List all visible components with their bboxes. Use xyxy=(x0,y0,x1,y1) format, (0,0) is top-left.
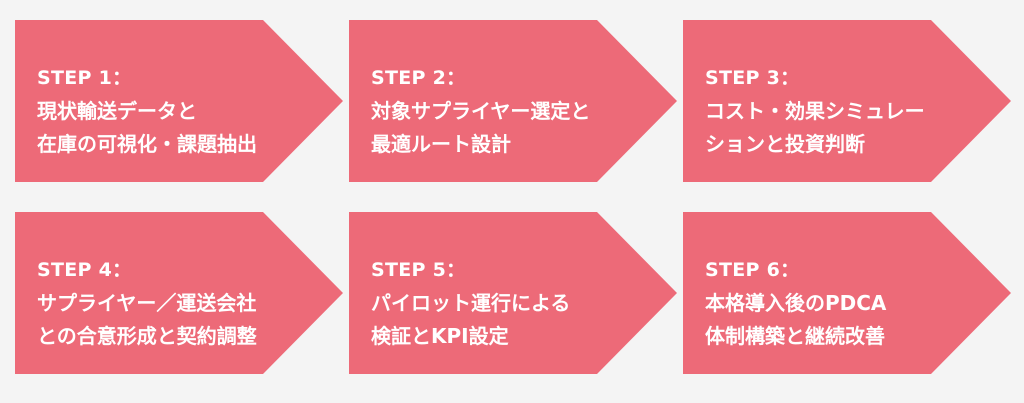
step-3-text: STEP 3： コスト・効果シミュレー ションと投資判断 xyxy=(705,62,980,161)
step-1-line-1: 現状輸送データと xyxy=(37,99,197,123)
step-5-text: STEP 5： パイロット運行による 検証とKPI設定 xyxy=(371,254,646,353)
step-1-line-2: 在庫の可視化・課題抽出 xyxy=(37,132,257,156)
step-2-line-1: 対象サプライヤー選定と xyxy=(371,99,591,123)
step-1-text: STEP 1： 現状輸送データと 在庫の可視化・課題抽出 xyxy=(37,62,312,161)
step-6-line-2: 体制構築と継続改善 xyxy=(705,324,885,348)
step-5-label: STEP 5： xyxy=(371,259,466,281)
step-4-line-1: サプライヤー／運送会社 xyxy=(37,291,257,315)
step-1-label: STEP 1： xyxy=(37,67,132,89)
step-3-label: STEP 3： xyxy=(705,67,800,89)
step-4-label: STEP 4： xyxy=(37,259,132,281)
step-6-line-1: 本格導入後のPDCA xyxy=(705,291,887,315)
arrow-shape xyxy=(349,20,677,182)
step-4-text: STEP 4： サプライヤー／運送会社 との合意形成と契約調整 xyxy=(37,254,312,353)
step-3-line-2: ションと投資判断 xyxy=(705,132,865,156)
step-5-line-2: 検証とKPI設定 xyxy=(371,324,509,348)
step-5-arrow: STEP 5： パイロット運行による 検証とKPI設定 xyxy=(349,212,677,374)
arrow-shape xyxy=(15,212,343,374)
step-2-label: STEP 2： xyxy=(371,67,466,89)
step-3-line-1: コスト・効果シミュレー xyxy=(705,99,925,123)
step-4-line-2: との合意形成と契約調整 xyxy=(37,324,257,348)
arrow-shape xyxy=(15,20,343,182)
step-2-text: STEP 2： 対象サプライヤー選定と 最適ルート設計 xyxy=(371,62,646,161)
step-6-label: STEP 6： xyxy=(705,259,800,281)
step-6-arrow: STEP 6： 本格導入後のPDCA 体制構築と継続改善 xyxy=(683,212,1011,374)
arrow-shape xyxy=(683,212,1011,374)
step-3-arrow: STEP 3： コスト・効果シミュレー ションと投資判断 xyxy=(683,20,1011,182)
step-2-arrow: STEP 2： 対象サプライヤー選定と 最適ルート設計 xyxy=(349,20,677,182)
arrow-shape xyxy=(349,212,677,374)
step-4-arrow: STEP 4： サプライヤー／運送会社 との合意形成と契約調整 xyxy=(15,212,343,374)
step-1-arrow: STEP 1： 現状輸送データと 在庫の可視化・課題抽出 xyxy=(15,20,343,182)
step-6-text: STEP 6： 本格導入後のPDCA 体制構築と継続改善 xyxy=(705,254,980,353)
step-2-line-2: 最適ルート設計 xyxy=(371,132,511,156)
step-5-line-1: パイロット運行による xyxy=(371,291,571,315)
arrow-shape xyxy=(683,20,1011,182)
